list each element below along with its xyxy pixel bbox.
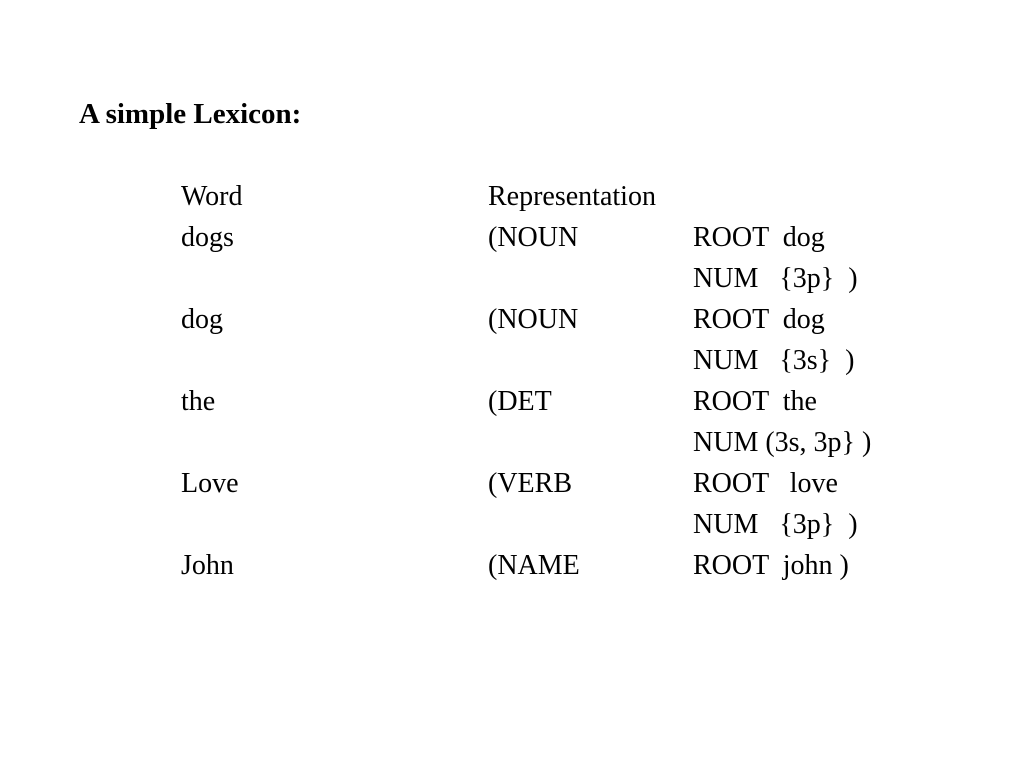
lexicon-category: (NOUN	[488, 304, 579, 335]
lexicon-row: the (DET ROOT the	[181, 381, 817, 422]
lexicon-category: (DET	[488, 386, 552, 417]
lexicon-row: NUM {3s} )	[181, 340, 854, 381]
lexicon-header-row: Word Representation	[181, 176, 656, 217]
lexicon-feature: NUM {3p} )	[693, 509, 858, 540]
lexicon-category: (VERB	[488, 468, 572, 499]
lexicon-row: dog (NOUN ROOT dog	[181, 299, 825, 340]
lexicon-row: NUM {3p} )	[181, 504, 858, 545]
lexicon-word: the	[181, 386, 216, 417]
lexicon-feature: ROOT dog	[693, 304, 825, 335]
lexicon-category: (NOUN	[488, 222, 579, 253]
lexicon-feature: ROOT the	[693, 386, 817, 417]
lexicon-feature: NUM (3s, 3p} )	[693, 427, 872, 458]
lexicon-row: dogs (NOUN ROOT dog	[181, 217, 825, 258]
lexicon-row: NUM {3p} )	[181, 258, 858, 299]
lexicon-feature: ROOT john )	[693, 550, 849, 581]
lexicon-row: Love (VERB ROOT love	[181, 463, 838, 504]
lexicon-feature: NUM {3s} )	[693, 345, 855, 376]
lexicon-word: Love	[181, 468, 239, 499]
lexicon-word: dog	[181, 304, 223, 335]
slide-title: A simple Lexicon:	[79, 98, 302, 130]
word-column-header: Word	[181, 181, 243, 212]
lexicon-feature: NUM {3p} )	[693, 263, 858, 294]
lexicon-feature: ROOT dog	[693, 222, 825, 253]
lexicon-table: Word Representation dogs (NOUN ROOT dog …	[181, 176, 871, 586]
lexicon-category: (NAME	[488, 550, 580, 581]
lexicon-row: John (NAME ROOT john )	[181, 545, 849, 586]
lexicon-word: John	[181, 550, 234, 581]
lexicon-feature: ROOT love	[693, 468, 838, 499]
lexicon-row: NUM (3s, 3p} )	[181, 422, 871, 463]
lexicon-word: dogs	[181, 222, 234, 253]
representation-column-header: Representation	[488, 181, 656, 212]
